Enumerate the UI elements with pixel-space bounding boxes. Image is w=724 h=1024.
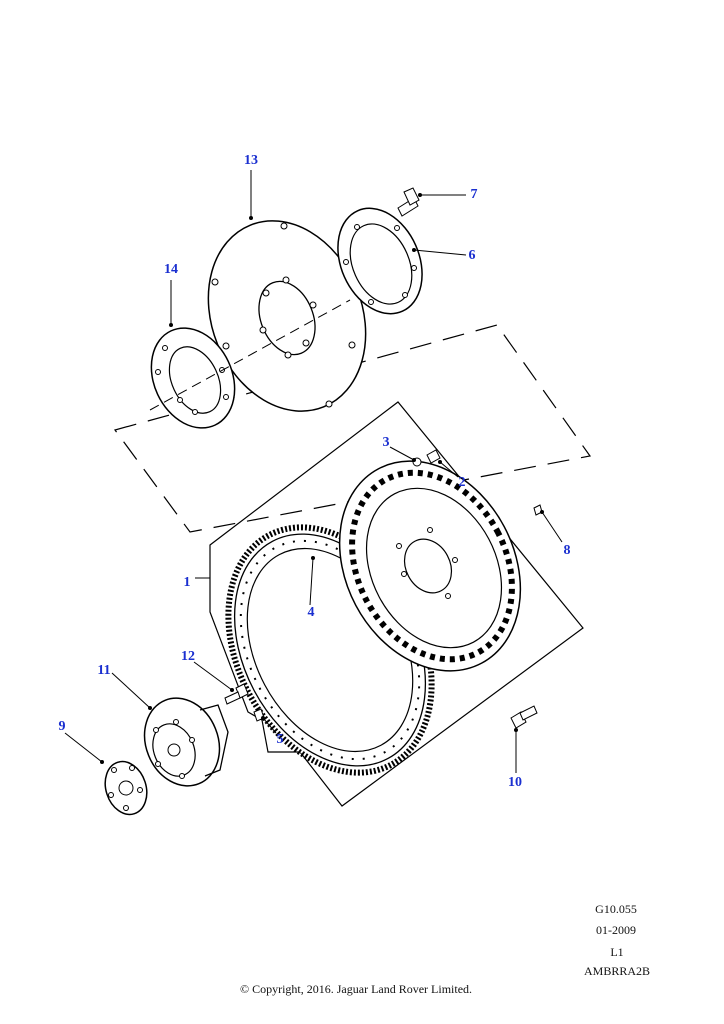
leader-lines [64, 170, 563, 773]
callout-7[interactable]: 7 [470, 187, 478, 202]
assembly-dashed-box [113, 324, 592, 533]
leader-dots [100, 193, 544, 764]
diagram-reference: G10.055 [595, 902, 637, 916]
callout-5[interactable]: 5 [276, 732, 284, 747]
adapter-plate [207, 220, 367, 412]
callout-12[interactable]: 12 [181, 649, 195, 664]
callout-8[interactable]: 8 [563, 543, 571, 558]
callout-14[interactable]: 14 [164, 262, 178, 277]
callout-6[interactable]: 6 [468, 248, 476, 263]
plate-item-9 [104, 760, 148, 816]
diagram-date: 01-2009 [596, 923, 636, 937]
diagram-level: L1 [610, 945, 624, 959]
drive-hub [143, 697, 229, 787]
callout-11[interactable]: 11 [97, 663, 111, 678]
callout-4[interactable]: 4 [307, 605, 315, 620]
callout-3[interactable]: 3 [382, 435, 390, 450]
bolt-item-7 [397, 187, 420, 217]
callout-10[interactable]: 10 [508, 775, 522, 790]
callout-2[interactable]: 2 [458, 475, 466, 490]
callout-1[interactable]: 1 [183, 575, 191, 590]
bolt-item-10 [510, 705, 538, 729]
callout-9[interactable]: 9 [58, 719, 66, 734]
copyright-notice: © Copyright, 2016. Jaguar Land Rover Lim… [239, 982, 473, 996]
centre-axis-line [149, 299, 351, 411]
bolt-item-12 [224, 683, 249, 705]
retaining-ring [337, 207, 423, 315]
flex-plate [338, 460, 522, 672]
diagram-code: AMBRRA2B [583, 964, 651, 978]
callout-13[interactable]: 13 [244, 153, 258, 168]
spacer-ring [150, 327, 236, 429]
